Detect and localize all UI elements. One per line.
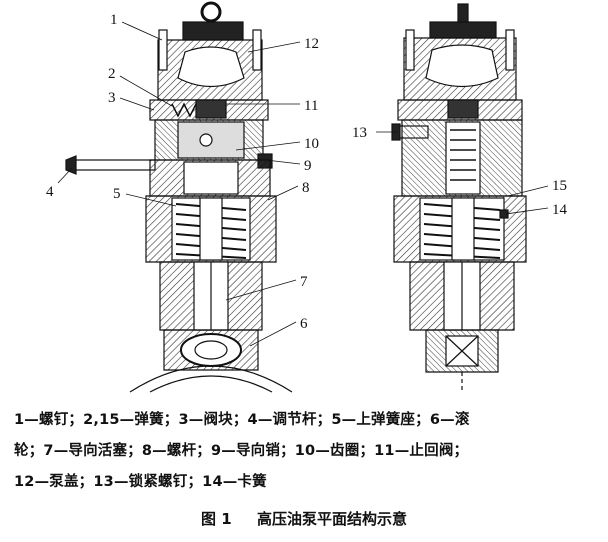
callout-12: 12 bbox=[304, 36, 319, 52]
left-section-view bbox=[65, 1, 293, 393]
callout-10: 10 bbox=[304, 136, 319, 152]
callout-3: 3 bbox=[108, 90, 116, 106]
callout-5: 5 bbox=[113, 186, 121, 202]
leader-lines bbox=[57, 21, 549, 347]
callout-1: 1 bbox=[110, 12, 118, 28]
figure-number: 图 1 bbox=[201, 510, 232, 528]
callout-7: 7 bbox=[300, 274, 308, 290]
callout-6: 6 bbox=[300, 316, 308, 332]
callouts: 1 2 3 4 5 6 7 8 9 10 11 12 13 14 15 bbox=[46, 12, 568, 332]
legend-line: 12—泵盖；13—锁紧螺钉；14—卡簧 bbox=[14, 474, 267, 490]
right-section-view bbox=[391, 3, 527, 392]
callout-15: 15 bbox=[552, 178, 567, 194]
legend-line: 轮；7—导向活塞；8—螺杆；9—导向销；10—齿圈；11—止回阀； bbox=[14, 443, 469, 459]
parts-legend: 1—螺钉；2,15—弹簧；3—阀块；4—调节杆；5—上弹簧座；6—滚 轮；7—导… bbox=[14, 405, 600, 498]
callout-8: 8 bbox=[302, 180, 310, 196]
callout-14: 14 bbox=[552, 202, 568, 218]
legend-line: 1—螺钉；2,15—弹簧；3—阀块；4—调节杆；5—上弹簧座；6—滚 bbox=[14, 412, 470, 428]
callout-13: 13 bbox=[352, 125, 367, 141]
callout-11: 11 bbox=[304, 98, 318, 114]
callout-9: 9 bbox=[304, 158, 312, 174]
pump-diagram: 1 2 3 4 5 6 7 8 9 10 11 12 13 14 15 bbox=[46, 1, 568, 393]
callout-4: 4 bbox=[46, 184, 54, 200]
figure-caption: 图 1 高压油泵平面结构示意 bbox=[0, 508, 608, 529]
figure-title: 高压油泵平面结构示意 bbox=[256, 510, 407, 528]
callout-2: 2 bbox=[108, 66, 116, 82]
